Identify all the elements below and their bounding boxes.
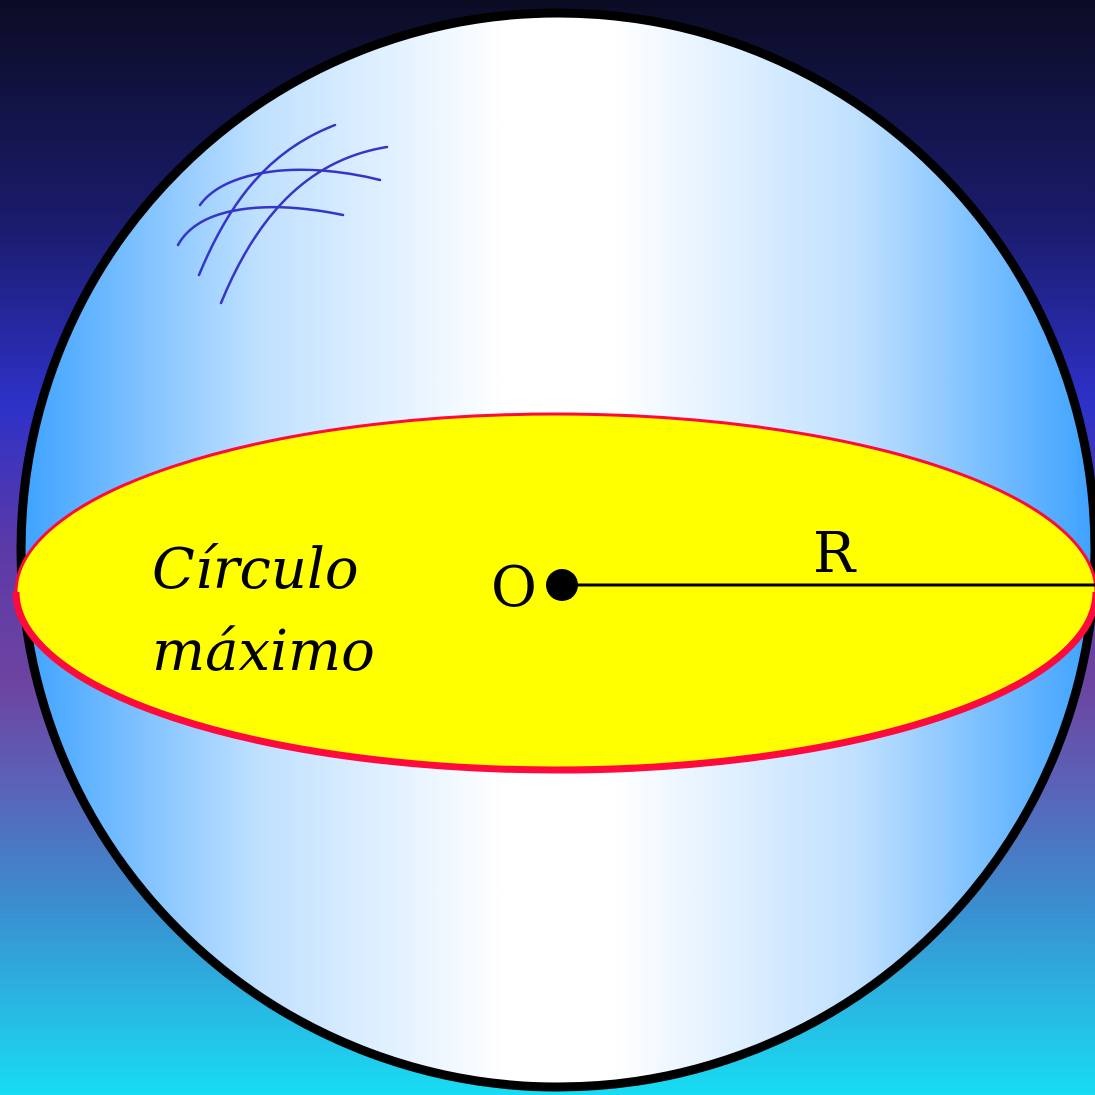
circle-label-line1: Círculo bbox=[152, 537, 359, 602]
radius-label: R bbox=[813, 521, 857, 586]
center-point bbox=[546, 569, 578, 601]
latitude-arc-upper bbox=[198, 168, 382, 207]
latitude-longitude-arcs-icon bbox=[176, 123, 389, 305]
longitude-arc-right bbox=[219, 145, 389, 305]
circle-label-line2: máximo bbox=[152, 619, 375, 684]
latitude-arc-lower bbox=[176, 206, 345, 247]
longitude-arc-left bbox=[197, 123, 337, 277]
great-circle-front-edge bbox=[12, 591, 1095, 774]
center-label: O bbox=[491, 555, 537, 620]
